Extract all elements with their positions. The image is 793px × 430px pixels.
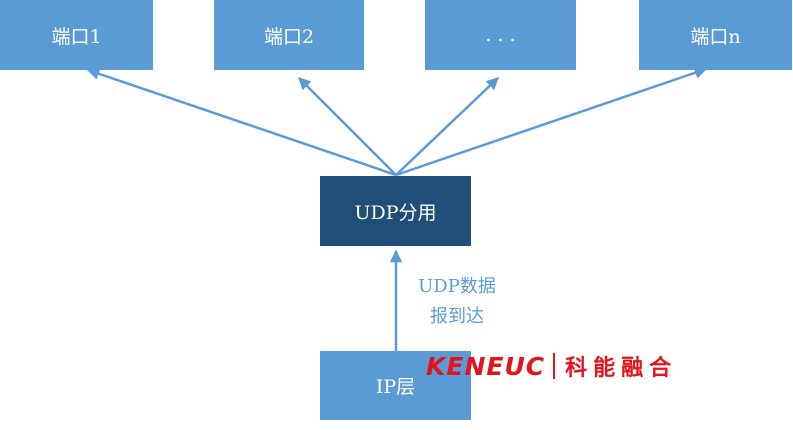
ip-layer-box: IP层	[320, 351, 471, 420]
ip-layer-label: IP层	[375, 376, 416, 398]
port-n-box: 端口n	[639, 0, 792, 70]
logo-wordmark: KENEUC	[426, 351, 546, 381]
port-ellipsis-label: . . .	[485, 24, 516, 46]
port-n-label: 端口n	[690, 25, 741, 48]
port-1-label: 端口1	[51, 25, 102, 48]
arrow-to-port-n	[395, 66, 708, 177]
arrow-to-port-ellipsis	[395, 77, 499, 176]
arrival-caption: UDP数据 报到达	[402, 272, 512, 332]
port-1-box: 端口1	[0, 0, 153, 70]
port-2-label: 端口2	[263, 25, 315, 48]
arrival-caption-line-2: 报到达	[430, 306, 484, 327]
logo-divider	[553, 353, 556, 379]
udp-demux-box: UDP分用	[320, 176, 471, 246]
arrow-to-port-2	[298, 77, 397, 176]
port-2-box: 端口2	[214, 0, 364, 70]
port-ellipsis-box: . . .	[425, 0, 576, 70]
keneuc-logo: KENEUC 科能融合	[426, 350, 677, 382]
logo-chinese-name: 科能融合	[565, 356, 678, 381]
arrival-caption-line-1: UDP数据	[418, 276, 496, 297]
udp-demux-label: UDP分用	[354, 201, 437, 224]
arrow-to-port-1	[86, 67, 397, 177]
